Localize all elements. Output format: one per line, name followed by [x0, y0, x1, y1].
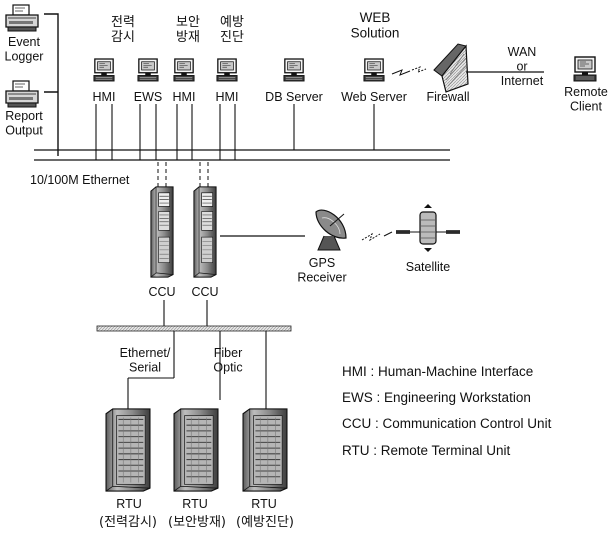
- legend-item: HMI : Human-Machine Interface: [342, 364, 533, 379]
- legend-item: EWS : Engineering Workstation: [342, 390, 531, 405]
- server-tower-icon: [173, 408, 219, 492]
- server-tower-icon: [105, 408, 151, 492]
- ccu-dashed-links: [157, 162, 209, 188]
- bus-drop-lines: [95, 104, 375, 160]
- rtu-2-label: RTU: [182, 497, 207, 511]
- field-bus: [96, 325, 292, 332]
- legend-item: CCU : Communication Control Unit: [342, 416, 552, 431]
- printer-bus-bracket: [44, 13, 59, 156]
- workstation-icon: [363, 58, 385, 82]
- wireless-link-icon: [391, 66, 427, 76]
- hmi-workstation-3: HMI: [216, 58, 239, 104]
- server-tower-icon: [242, 408, 288, 492]
- legend: HMI : Human-Machine Interface EWS : Engi…: [342, 364, 552, 458]
- workstation-icon: [573, 56, 597, 82]
- db-server-workstation: DB Server: [265, 58, 323, 104]
- rtu-3-role: (예방진단): [236, 515, 294, 530]
- ews-workstation: EWS: [134, 58, 162, 104]
- workstation-icon: [283, 58, 305, 82]
- server-tower-icon: [193, 186, 217, 278]
- satellite-dish-icon: [315, 209, 347, 251]
- hmi-1-label: HMI: [93, 90, 116, 104]
- satellite-label: Satellite: [406, 260, 451, 274]
- rtu-3-label: RTU: [251, 497, 276, 511]
- rtu-1-label: RTU: [116, 497, 141, 511]
- ccu-1-label: CCU: [148, 285, 175, 299]
- workstation-icon: [216, 58, 238, 82]
- ethernet-bus: [34, 149, 450, 161]
- legend-item: RTU : Remote Terminal Unit: [342, 443, 511, 458]
- server-tower-icon: [150, 186, 174, 278]
- satellite-link-icon: [361, 231, 393, 242]
- ews-label: EWS: [134, 90, 162, 104]
- remote-client-workstation: [573, 56, 597, 82]
- link-ethernet-serial-label: Ethernet/Serial: [120, 346, 171, 374]
- workstation-icon: [173, 58, 195, 82]
- ccu-2-label: CCU: [191, 285, 218, 299]
- rtu-1-role: (전력감시): [99, 515, 157, 530]
- firewall-icon: [433, 43, 469, 93]
- ccu-1-server-tower: [150, 186, 174, 278]
- ccu-2-server-tower: [193, 186, 217, 278]
- report-output-printer-icon: [5, 80, 39, 108]
- workstation-icon: [137, 58, 159, 82]
- hmi-2-label: HMI: [173, 90, 196, 104]
- rtu-2-role: (보안방재): [168, 515, 226, 530]
- rtu-1-cabinet: [105, 408, 151, 492]
- rtu-2-cabinet: [173, 408, 219, 492]
- web-server-label: Web Server: [341, 90, 407, 104]
- web-server-workstation: Web Server: [341, 58, 407, 104]
- hmi-workstation-1: HMI: [93, 58, 116, 104]
- rtu-3-cabinet: [242, 408, 288, 492]
- db-server-label: DB Server: [265, 90, 323, 104]
- workstation-icon: [93, 58, 115, 82]
- event-logger-printer-icon: [5, 4, 39, 32]
- hmi-3-label: HMI: [216, 90, 239, 104]
- hmi-workstation-2: HMI: [173, 58, 196, 104]
- ethernet-label: 10/100M Ethernet: [30, 173, 130, 187]
- rtu-drop-lines: [127, 331, 267, 412]
- firewall-label: Firewall: [426, 90, 469, 104]
- satellite-icon: [396, 204, 460, 252]
